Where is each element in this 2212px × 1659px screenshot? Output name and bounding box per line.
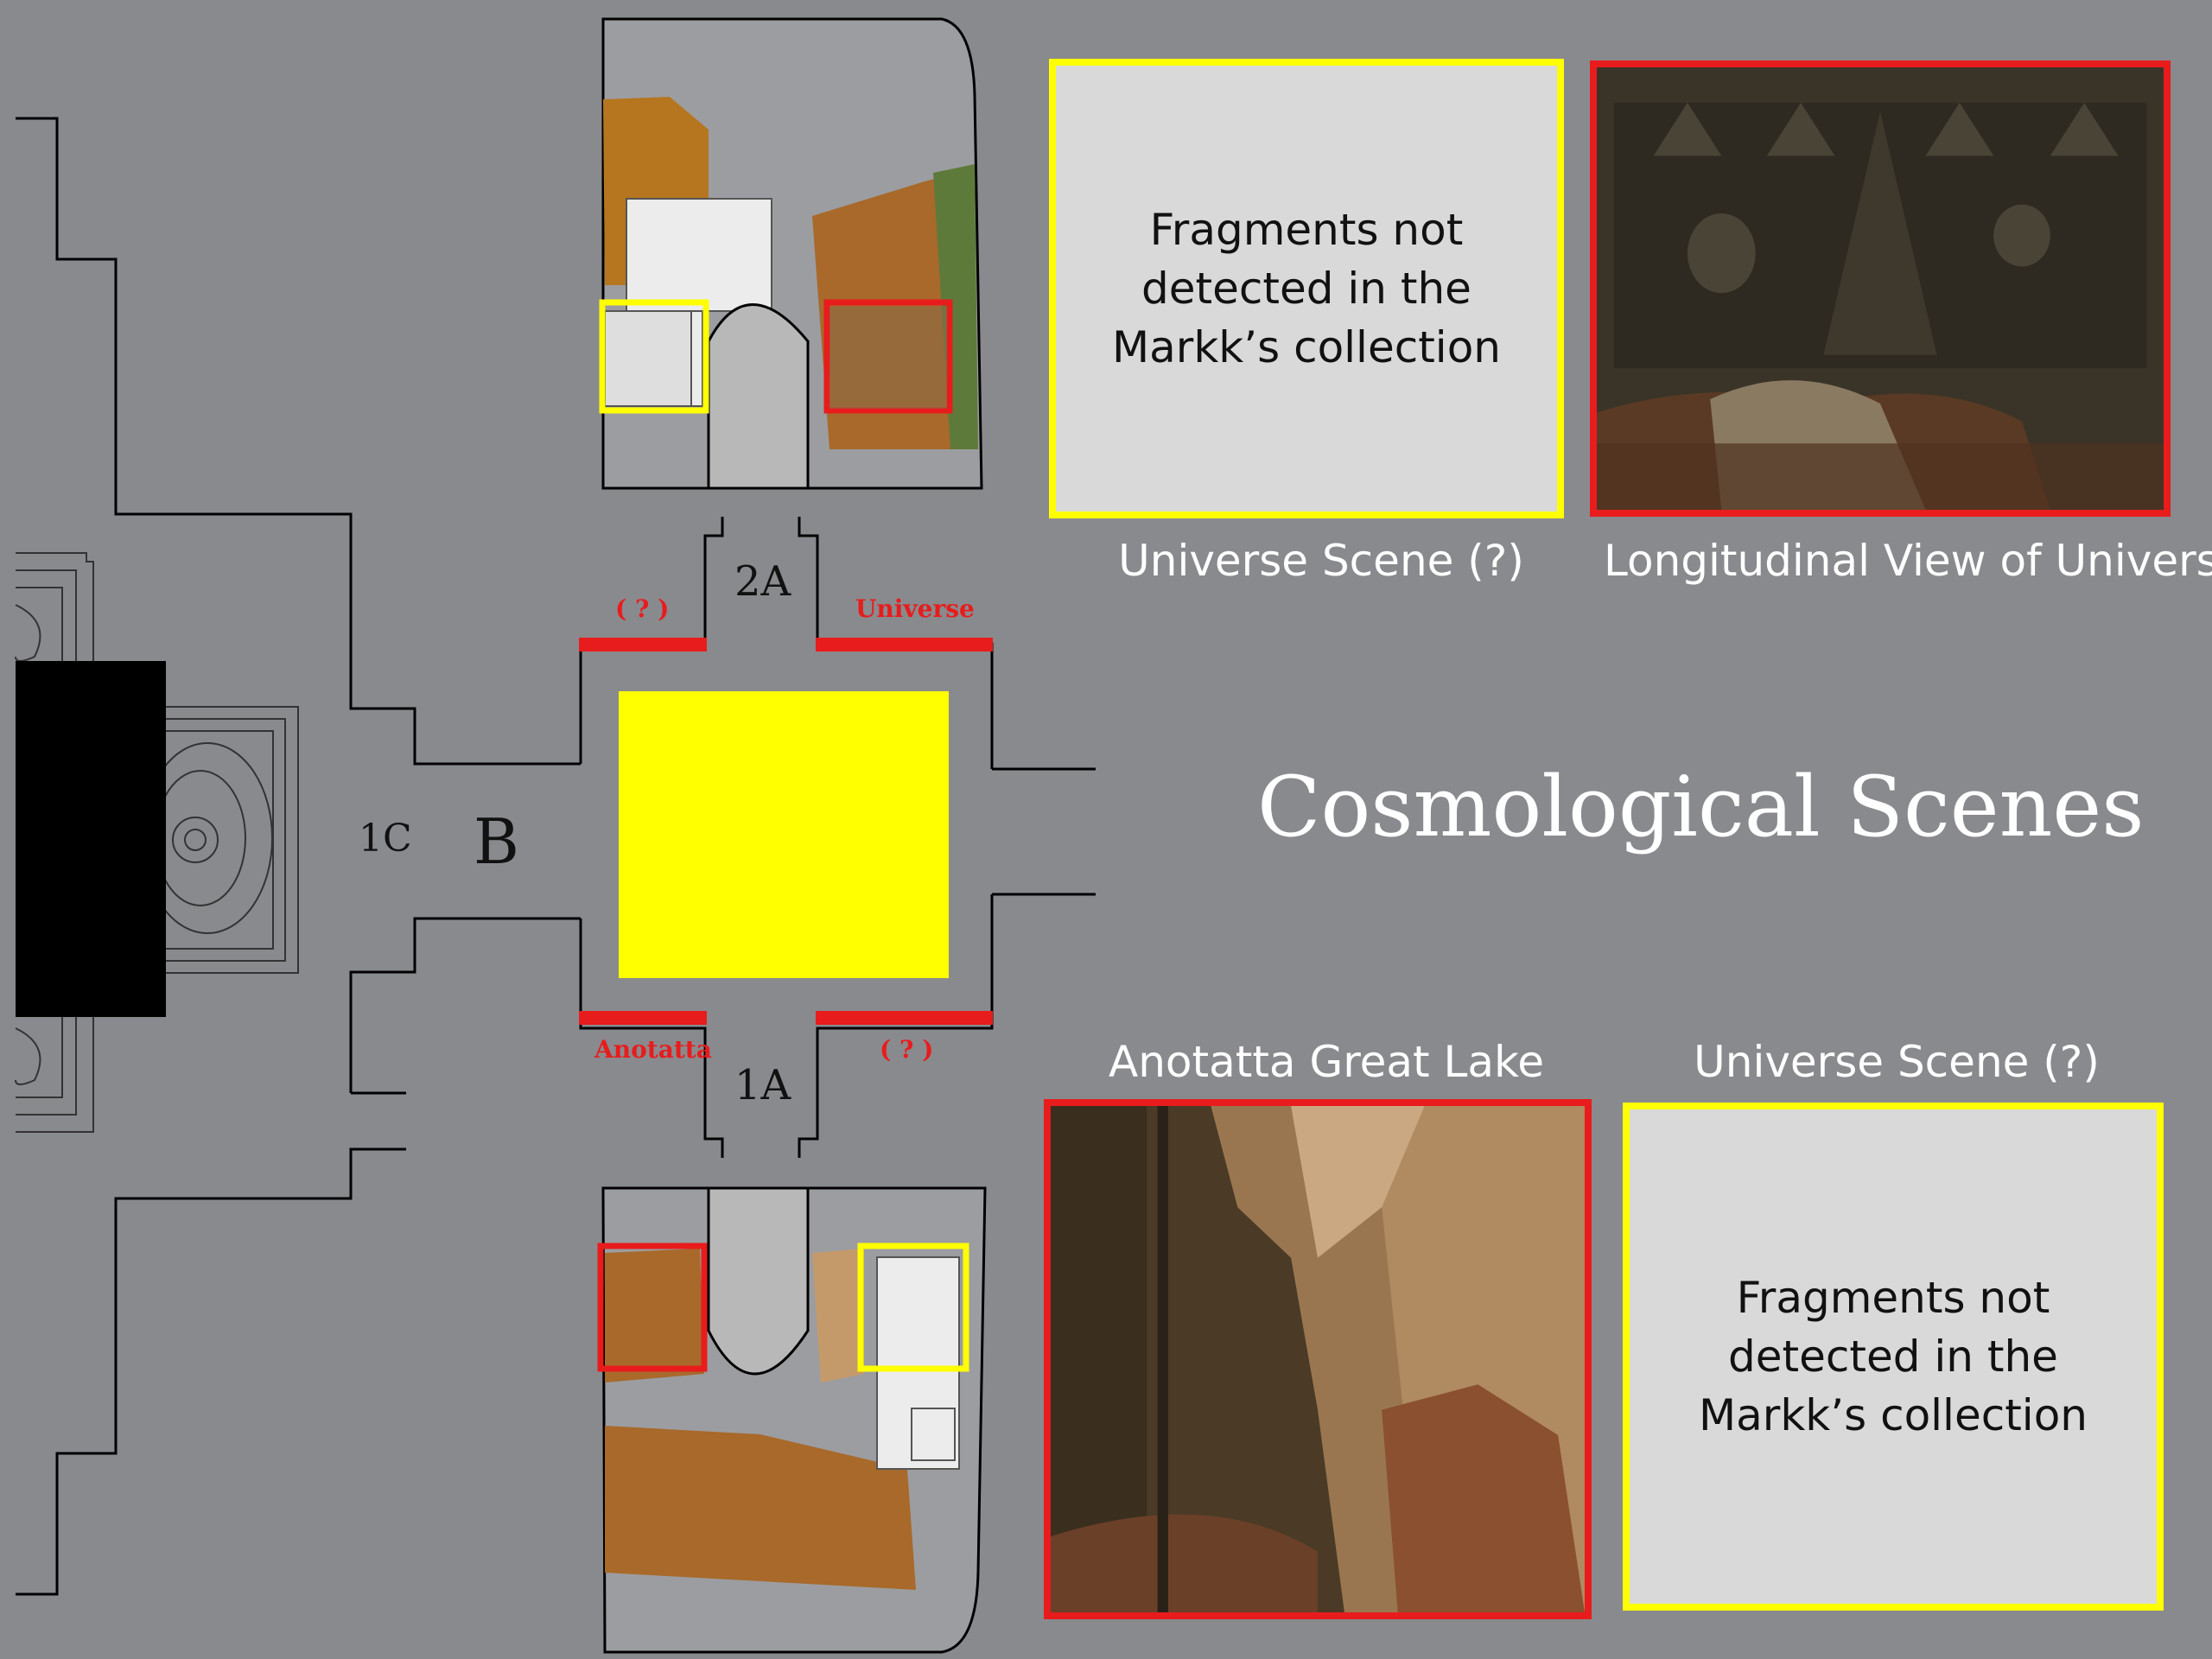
caption-longitudinal-view: Longitudinal View of Universe [1604, 536, 2212, 586]
mural-photo-dark [1597, 67, 2164, 510]
caption-universe-scene-top: Universe Scene (?) [1118, 536, 1524, 586]
caption-universe-scene-bottom: Universe Scene (?) [1694, 1037, 2100, 1087]
wall-label-top-right: Universe [855, 594, 975, 623]
bottom-elevation-drawing [597, 1186, 987, 1654]
panel-text: Fragments not detected in the Markk’s co… [1699, 1273, 2088, 1440]
wall-label-top-left: ( ? ) [615, 594, 670, 623]
panel-fragments-not-detected-bottom: Fragments not detected in the Markk’s co… [1623, 1103, 2164, 1611]
panel-longitudinal-view-photo [1590, 60, 2171, 517]
temple-floor-plan [15, 17, 1096, 1654]
wall-label-bottom-left: Anotatta [594, 1035, 712, 1064]
central-yellow-square [619, 691, 949, 978]
plan-walls [16, 117, 1096, 1596]
panel-anotatta-photo [1044, 1099, 1592, 1619]
room-label-1a: 1A [734, 1061, 791, 1109]
mural-photo-brown [1051, 1106, 1585, 1612]
wall-label-bottom-right: ( ? ) [880, 1035, 934, 1064]
room-label-b: B [474, 805, 519, 878]
room-label-2a: 2A [734, 557, 791, 606]
room-label-1c: 1C [359, 817, 412, 861]
top-elevation-drawing [599, 17, 983, 490]
caption-anotatta-great-lake: Anotatta Great Lake [1108, 1037, 1544, 1087]
panel-text: Fragments not detected in the Markk’s co… [1112, 205, 1501, 372]
red-wall-segments [579, 638, 993, 1025]
page-title: Cosmological Scenes [1257, 759, 2145, 855]
panel-fragments-not-detected-top: Fragments not detected in the Markk’s co… [1049, 59, 1564, 518]
black-block [16, 661, 166, 1017]
